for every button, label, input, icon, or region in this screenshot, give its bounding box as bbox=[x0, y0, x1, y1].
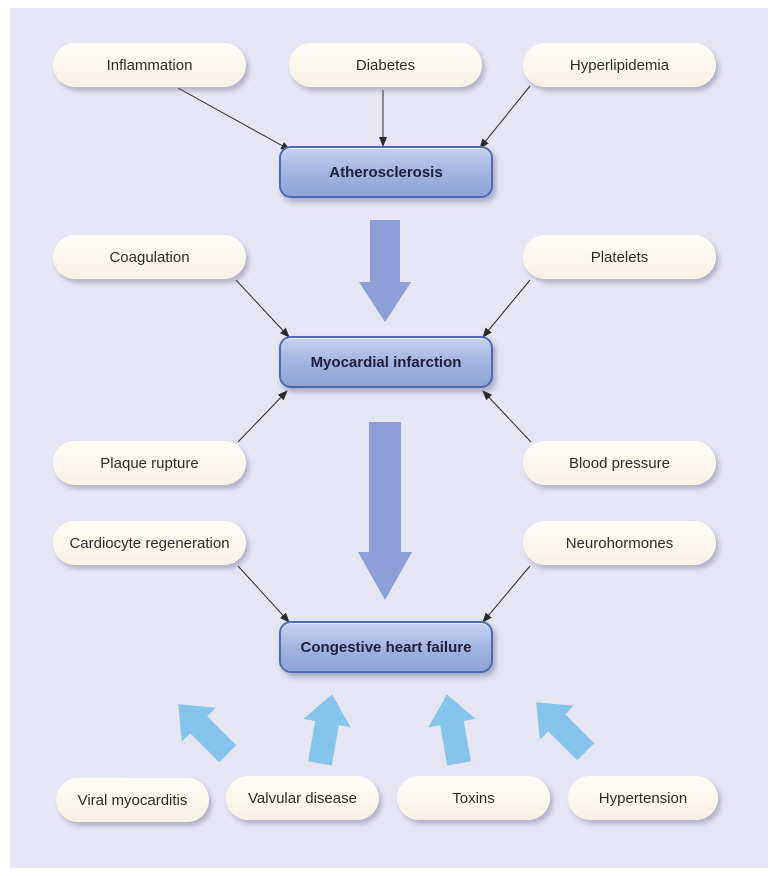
contributor-arrow-valvular-disease bbox=[303, 694, 351, 766]
contributor-arrow-viral-myocarditis bbox=[178, 704, 237, 763]
stage-congestive-heart-failure: Congestive heart failure bbox=[279, 621, 493, 673]
factor-coagulation: Coagulation bbox=[53, 235, 246, 279]
factor-toxins: Toxins bbox=[397, 776, 550, 820]
stage-atherosclerosis: Atherosclerosis bbox=[279, 146, 493, 198]
factor-hypertension: Hypertension bbox=[568, 776, 718, 820]
connector-platelets-myocardial-infarction bbox=[482, 279, 531, 338]
factor-hyperlipidemia: Hyperlipidemia bbox=[523, 43, 716, 87]
connector-inflammation-atherosclerosis bbox=[177, 87, 291, 151]
factor-inflammation: Inflammation bbox=[53, 43, 246, 87]
factor-plaque-rupture: Plaque rupture bbox=[53, 441, 246, 485]
progression-arrow-mi-to-chf bbox=[358, 422, 412, 600]
factor-valvular-disease: Valvular disease bbox=[226, 776, 379, 820]
connector-plaque-rupture-myocardial-infarction bbox=[237, 390, 288, 443]
factor-blood-pressure: Blood pressure bbox=[523, 441, 716, 485]
connector-blood-pressure-myocardial-infarction bbox=[482, 390, 532, 443]
factor-viral-myocarditis: Viral myocarditis bbox=[56, 778, 209, 822]
factor-cardiocyte-regeneration: Cardiocyte regeneration bbox=[53, 521, 246, 565]
connector-hyperlipidemia-atherosclerosis bbox=[479, 85, 531, 149]
progression-arrow-atherosclerosis-to-mi bbox=[359, 220, 411, 322]
contributor-arrow-hypertension bbox=[536, 702, 595, 761]
factor-platelets: Platelets bbox=[523, 235, 716, 279]
factor-diabetes: Diabetes bbox=[289, 43, 482, 87]
connector-cardiocyte-regeneration-chf bbox=[237, 565, 290, 623]
connector-coagulation-myocardial-infarction bbox=[235, 279, 290, 338]
connector-neurohormones-chf bbox=[482, 565, 531, 623]
contributor-arrow-toxins bbox=[428, 694, 476, 766]
factor-neurohormones: Neurohormones bbox=[523, 521, 716, 565]
stage-myocardial-infarction: Myocardial infarction bbox=[279, 336, 493, 388]
